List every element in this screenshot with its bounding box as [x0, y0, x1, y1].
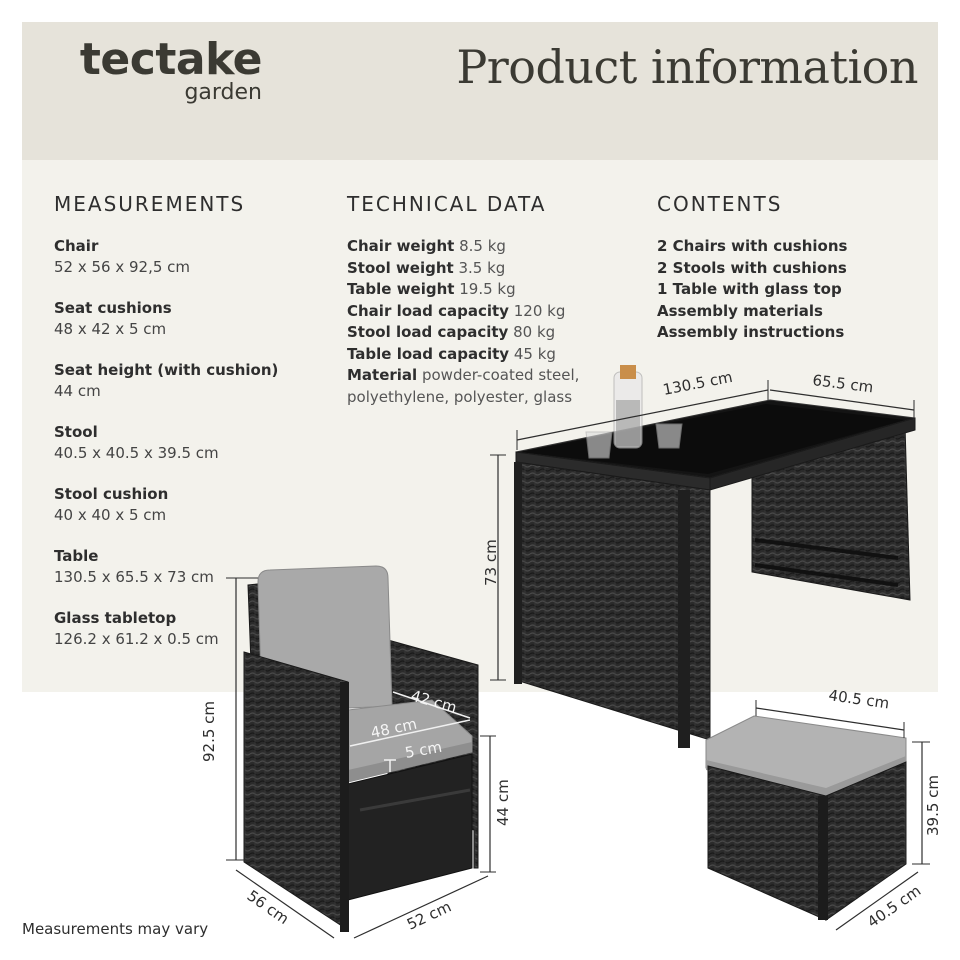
- contents-item: Assembly instructions: [657, 323, 845, 341]
- technical-column: TECHNICAL DATA Chair weight 8.5 kg Stool…: [347, 192, 579, 408]
- chair-illustration: 42 cm 48 cm 5 cm 92.5 cm 44 cm 56 cm 52 …: [200, 565, 512, 939]
- technical-label: Chair weight: [347, 237, 455, 255]
- technical-value: 19.5 kg: [459, 280, 516, 298]
- technical-value: 3.5 kg: [458, 258, 506, 277]
- measurement-value: 40 x 40 x 5 cm: [54, 506, 167, 524]
- technical-label: Stool weight: [347, 258, 454, 277]
- page-title: Product information: [456, 40, 918, 94]
- technical-label: Table load capacity: [347, 344, 510, 363]
- contents-item: 2 Chairs with cushions: [657, 237, 848, 255]
- technical-value: powder-coated steel,: [421, 366, 580, 384]
- measurement-label: Stool: [54, 423, 98, 441]
- measurement-value: 48 x 42 x 5 cm: [54, 320, 167, 338]
- table-width-label: 65.5 cm: [812, 371, 875, 396]
- measurement-value: 130.5 x 65.5 x 73 cm: [54, 568, 214, 586]
- measurement-value: 126.2 x 61.2 x 0.5 cm: [54, 630, 219, 648]
- measurement-value: 40.5 x 40.5 x 39.5 cm: [54, 444, 219, 462]
- technical-row: Table load capacity 45 kg: [347, 344, 579, 366]
- header-banner: [22, 22, 938, 160]
- measurement-item: Seat cushions 48 x 42 x 5 cm: [54, 298, 278, 340]
- technical-value: 120 kg: [513, 301, 566, 320]
- seat-height-label: 44 cm: [494, 779, 512, 826]
- technical-material-cont: polyethylene, polyester, glass: [347, 387, 573, 406]
- measurement-value: 44 cm: [54, 382, 101, 400]
- table-height-label: 73 cm: [482, 539, 500, 586]
- measurement-label: Stool cushion: [54, 485, 169, 503]
- stool-height-label: 39.5 cm: [924, 775, 942, 836]
- stool-illustration: 40.5 cm 39.5 cm 40.5 cm: [705, 686, 942, 931]
- measurement-item: Stool cushion 40 x 40 x 5 cm: [54, 484, 278, 526]
- technical-label: Material: [347, 366, 418, 384]
- contents-heading: CONTENTS: [657, 192, 783, 216]
- technical-row: Chair weight 8.5 kg: [347, 236, 579, 258]
- brand-logo: tectake garden: [52, 34, 263, 105]
- contents-item: 2 Stools with cushions: [657, 258, 847, 277]
- technical-heading: TECHNICAL DATA: [347, 192, 547, 216]
- technical-label: Table weight: [347, 280, 455, 298]
- measurement-item: Stool 40.5 x 40.5 x 39.5 cm: [54, 422, 278, 464]
- technical-row: Chair load capacity 120 kg: [347, 301, 579, 323]
- measurement-label: Chair: [54, 237, 99, 255]
- stool-top-label: 40.5 cm: [827, 686, 890, 712]
- footnote: Measurements may vary: [22, 920, 209, 938]
- measurement-item: Table 130.5 x 65.5 x 73 cm: [54, 546, 278, 588]
- technical-row: Stool weight 3.5 kg: [347, 258, 579, 280]
- measurement-label: Seat cushions: [54, 299, 172, 317]
- measurement-label: Table: [54, 547, 99, 565]
- measurements-heading: MEASUREMENTS: [54, 192, 246, 216]
- measurement-label: Seat height (with cushion): [54, 361, 279, 379]
- contents-item: Assembly materials: [657, 301, 823, 320]
- technical-value: 8.5 kg: [459, 237, 506, 255]
- chair-height-label: 92.5 cm: [200, 701, 218, 762]
- measurement-item: Chair 52 x 56 x 92,5 cm: [54, 236, 278, 278]
- table-length-label: 130.5 cm: [661, 368, 734, 399]
- measurement-item: Seat height (with cushion) 44 cm: [54, 360, 278, 402]
- brand-sub: garden: [184, 80, 262, 105]
- measurements-column: MEASUREMENTS Chair 52 x 56 x 92,5 cm Sea…: [54, 192, 278, 670]
- technical-value: 45 kg: [513, 344, 556, 363]
- brand-name: tectake: [79, 34, 263, 85]
- technical-row: Material powder-coated steel,: [347, 365, 579, 387]
- technical-row: Stool load capacity 80 kg: [347, 322, 579, 344]
- measurement-value: 52 x 56 x 92,5 cm: [54, 258, 191, 276]
- technical-label: Chair load capacity: [347, 301, 509, 320]
- contents-column: CONTENTS 2 Chairs with cushions 2 Stools…: [657, 192, 847, 344]
- technical-value: 80 kg: [513, 323, 556, 341]
- contents-item: 1 Table with glass top: [657, 280, 842, 298]
- measurement-label: Glass tabletop: [54, 609, 177, 627]
- technical-row: Table weight 19.5 kg: [347, 279, 579, 301]
- measurement-item: Glass tabletop 126.2 x 61.2 x 0.5 cm: [54, 608, 278, 650]
- technical-label: Stool load capacity: [347, 323, 509, 341]
